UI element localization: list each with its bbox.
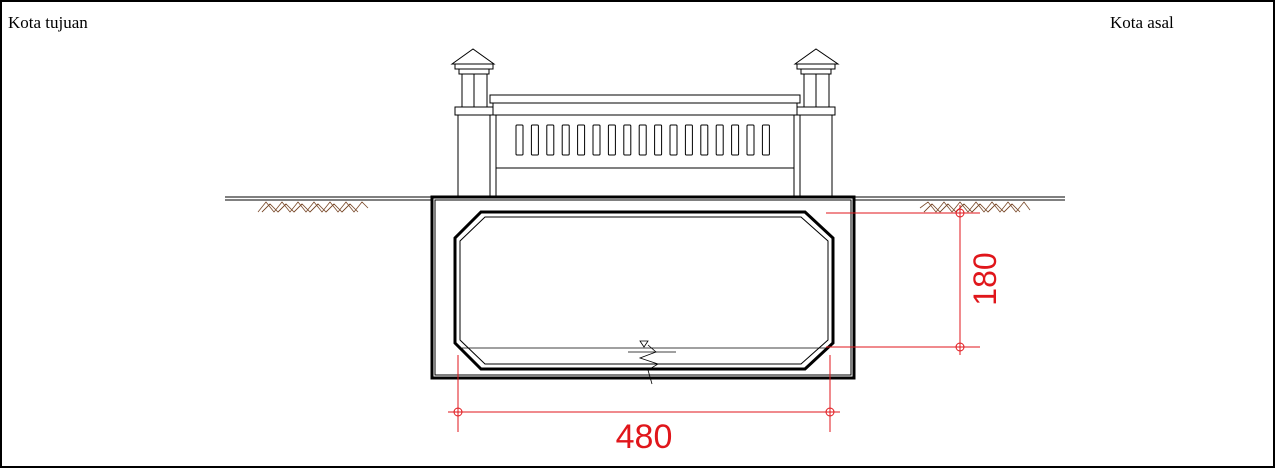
- railing-baluster: [715, 124, 724, 156]
- railing-baluster: [577, 124, 586, 156]
- width-dimension-label: 480: [616, 418, 673, 456]
- bridge-railing: [450, 48, 840, 198]
- soil-hatch-left: [257, 201, 369, 213]
- railing-baluster: [669, 124, 678, 156]
- railing-baluster: [684, 124, 693, 156]
- railing-baluster: [530, 124, 539, 156]
- water-level: [462, 340, 826, 385]
- height-dimension-label: 180: [967, 252, 1003, 305]
- ground-line: [225, 196, 1065, 201]
- railing-baluster: [515, 124, 524, 156]
- railing-baluster: [731, 124, 740, 156]
- railing-baluster: [746, 124, 755, 156]
- railing-baluster: [654, 124, 663, 156]
- railing-baluster: [638, 124, 647, 156]
- railing-baluster: [700, 124, 709, 156]
- railing-baluster: [546, 124, 555, 156]
- railing-baluster: [607, 124, 616, 156]
- width-dimension: [448, 355, 840, 432]
- soil-hatch-right: [919, 201, 1031, 213]
- railing-baluster: [592, 124, 601, 156]
- railing-baluster: [761, 124, 770, 156]
- origin-city-label: Kota asal: [1110, 13, 1174, 32]
- box-culvert: [430, 195, 856, 380]
- railing-baluster: [561, 124, 570, 156]
- railing-baluster: [623, 124, 632, 156]
- culvert-inner-opening: [453, 210, 835, 371]
- destination-city-label: Kota tujuan: [8, 13, 88, 32]
- culvert-outer-wall: [430, 195, 856, 380]
- railing-balusters: [515, 124, 770, 156]
- height-dimension: [826, 205, 980, 355]
